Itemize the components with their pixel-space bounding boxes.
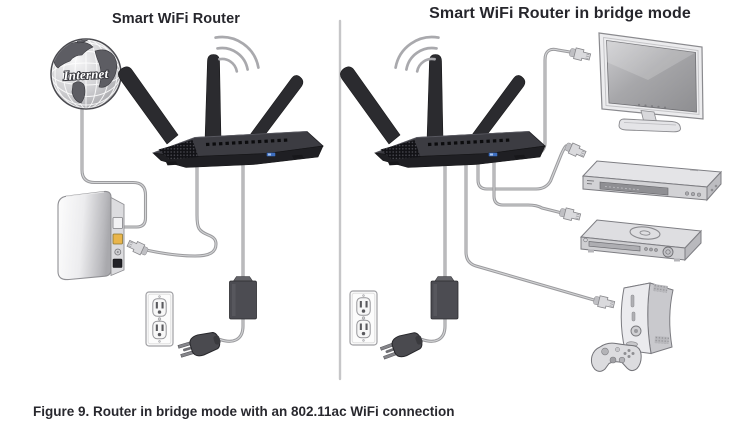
game-console-icon xyxy=(620,282,674,355)
power-plug-right-icon xyxy=(378,328,426,364)
right-panel-title: Smart WiFi Router in bridge mode xyxy=(429,5,691,22)
ethernet-connector-tv xyxy=(568,46,592,63)
ethernet-connector-set-top-box xyxy=(563,140,588,160)
modem-icon xyxy=(57,190,125,281)
power-port xyxy=(112,258,123,268)
power-adapter-right-icon xyxy=(430,276,459,320)
modem-ports xyxy=(112,217,123,268)
left-panel-title: Smart WiFi Router xyxy=(111,11,241,27)
ethernet-connector-modem xyxy=(125,237,150,258)
internet-label: Internet xyxy=(62,66,109,83)
wifi-signal-left-icon xyxy=(214,35,260,73)
figure-caption: Figure 9. Router in bridge mode with an … xyxy=(33,404,455,419)
game-controller-icon xyxy=(590,342,642,372)
ethernet-cable-game-console xyxy=(464,160,596,302)
blu-ray-player-icon xyxy=(579,219,703,262)
ethernet-connector-blu-ray xyxy=(558,206,582,223)
wall-outlet-right-icon xyxy=(349,290,378,346)
wall-outlet-left-icon xyxy=(145,291,174,347)
connection-diagram: Internet xyxy=(50,19,723,381)
power-adapter-left-icon xyxy=(229,276,257,320)
wifi-router-right-icon xyxy=(338,52,547,170)
ethernet-port-yellow xyxy=(112,233,123,245)
wifi-router-left-icon xyxy=(116,52,325,170)
ethernet-connector-game-console xyxy=(592,294,616,311)
set-top-box-icon xyxy=(581,160,723,202)
ethernet-cable-blu-ray xyxy=(492,160,562,215)
wifi-signal-right-icon xyxy=(394,35,440,73)
power-plug-left-icon xyxy=(176,328,224,362)
ethernet-cable-modem-router xyxy=(144,162,218,258)
internet-globe-icon: Internet xyxy=(50,38,122,110)
tv-monitor-icon xyxy=(598,32,704,133)
